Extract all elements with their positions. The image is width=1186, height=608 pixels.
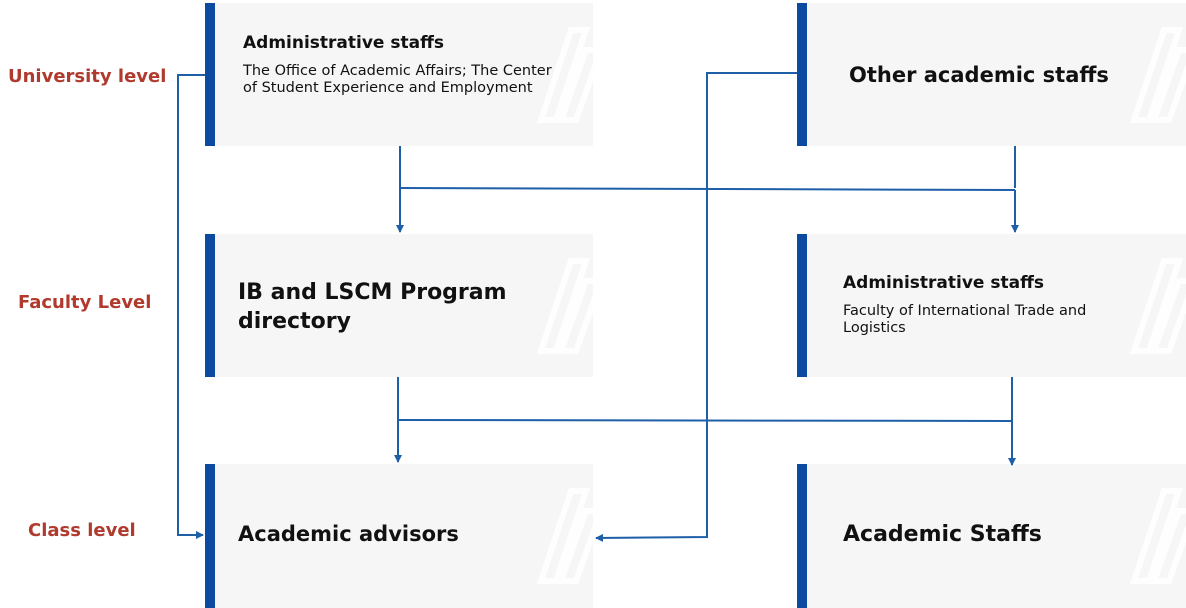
logo-watermark-icon <box>1129 488 1186 584</box>
accent-bar <box>205 464 215 608</box>
level-label-class: Class level <box>28 520 136 541</box>
box-title: IB and LSCM Program directory <box>238 280 507 334</box>
logo-watermark-icon <box>536 257 593 354</box>
box-title: Administrative staffs <box>843 273 1044 293</box>
box-faculty-administrative-staffs: Administrative staffs Faculty of Interna… <box>797 234 1186 377</box>
box-subtitle: Faculty of International Trade and Logis… <box>843 303 1087 336</box>
accent-bar <box>205 3 215 146</box>
box-title: Academic Staffs <box>843 522 1042 547</box>
box-academic-advisors: Academic advisors <box>205 464 593 608</box>
accent-bar <box>205 234 215 377</box>
connector-other-academic-to-advisors <box>595 72 797 542</box>
box-title: Other academic staffs <box>849 63 1109 87</box>
logo-watermark-icon <box>536 26 593 123</box>
logo-watermark-icon <box>536 488 593 584</box>
accent-bar <box>797 3 807 146</box>
logo-watermark-icon <box>1129 26 1186 123</box>
box-other-academic-staffs: Other academic staffs <box>797 3 1186 146</box>
connector-row2-horizontal <box>397 419 1013 422</box>
box-title: Administrative staffs <box>243 33 444 53</box>
box-subtitle: The Office of Academic Affairs; The Cent… <box>243 63 552 96</box>
box-title: Academic advisors <box>238 522 459 546</box>
accent-bar <box>797 234 807 377</box>
connector-univ-admin-to-advisors <box>177 74 205 539</box>
box-program-directory: IB and LSCM Program directory <box>205 234 593 377</box>
accent-bar <box>797 464 807 608</box>
logo-watermark-icon <box>1129 257 1186 354</box>
level-label-faculty: Faculty Level <box>18 292 152 313</box>
level-label-university: University level <box>8 66 167 87</box>
box-academic-staffs: Academic Staffs <box>797 464 1186 608</box>
box-university-administrative-staffs: Administrative staffs The Office of Acad… <box>205 3 593 146</box>
